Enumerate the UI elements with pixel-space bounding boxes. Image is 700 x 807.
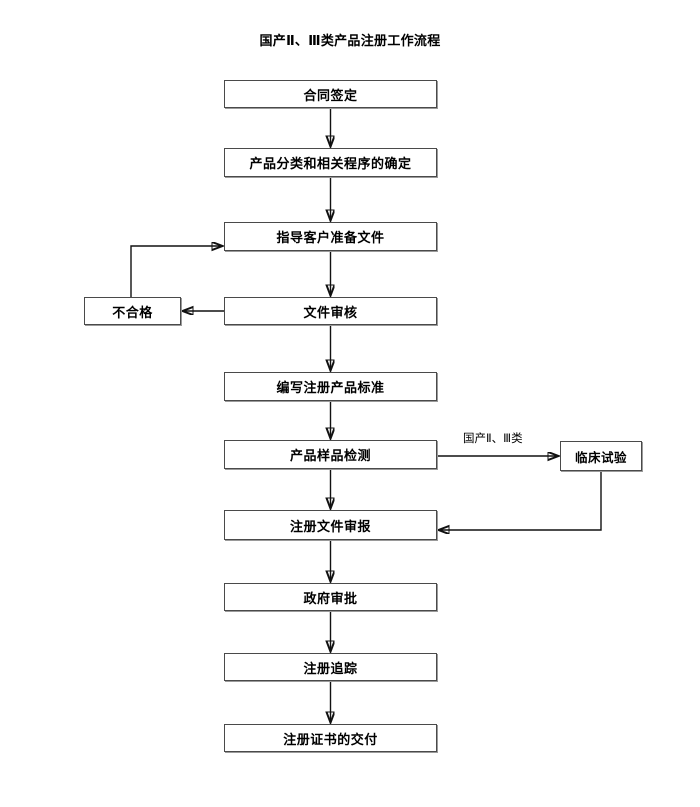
node-rejected[interactable]: 不合格 [84, 297, 181, 325]
node-classification[interactable]: 产品分类和相关程序的确定 [224, 148, 437, 177]
edge-label-clinical-condition: 国产Ⅱ、Ⅲ类 [463, 431, 523, 445]
node-sample-testing[interactable]: 产品样品检测 [224, 440, 437, 469]
node-certificate-delivery[interactable]: 注册证书的交付 [224, 724, 437, 752]
node-label: 临床试验 [574, 449, 627, 465]
node-registration-submission[interactable]: 注册文件审报 [224, 510, 437, 540]
node-label: 注册追踪 [303, 661, 358, 677]
node-label: 合同签定 [303, 88, 358, 104]
node-label: 指导客户准备文件 [276, 231, 385, 246]
node-label: 政府审批 [303, 591, 358, 607]
node-label: 编写注册产品标准 [276, 381, 385, 396]
node-government-approval[interactable]: 政府审批 [224, 583, 437, 611]
node-clinical-trial[interactable]: 临床试验 [560, 441, 642, 471]
node-guide-customer-documents[interactable]: 指导客户准备文件 [224, 222, 437, 251]
node-label: 注册证书的交付 [283, 732, 378, 748]
node-label: 注册文件审报 [289, 519, 371, 535]
node-label: 文件审核 [303, 305, 358, 321]
node-registration-tracking[interactable]: 注册追踪 [224, 653, 437, 681]
node-label: 产品分类和相关程序的确定 [249, 157, 412, 172]
node-contract[interactable]: 合同签定 [224, 80, 437, 108]
page-title: 国产Ⅱ、Ⅲ类产品注册工作流程 [259, 34, 441, 49]
node-write-product-standard[interactable]: 编写注册产品标准 [224, 372, 437, 401]
node-document-review[interactable]: 文件审核 [224, 297, 437, 325]
edge-clinical-submission [439, 471, 602, 530]
edge-reject-guide-feedback [130, 246, 222, 297]
node-label: 产品样品检测 [289, 449, 371, 464]
node-label: 不合格 [112, 305, 153, 321]
